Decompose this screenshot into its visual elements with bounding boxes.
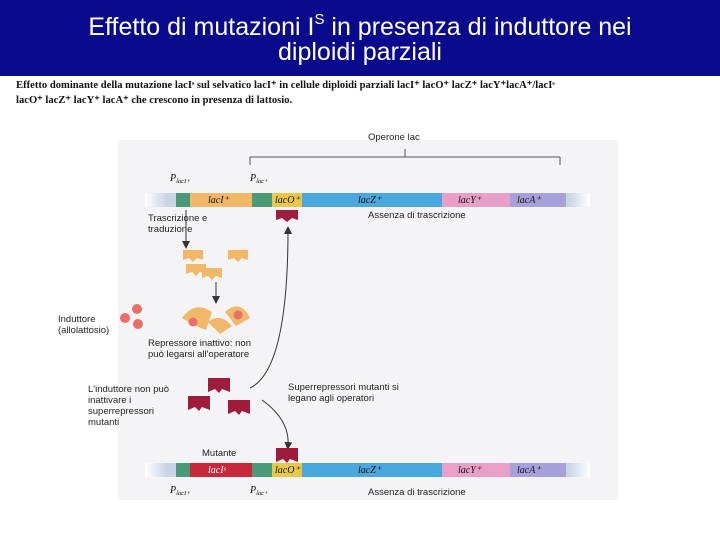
- bottom-p-laci-region: [176, 463, 190, 477]
- bottom-bound-superrepressor: [276, 448, 298, 463]
- top-lacy-gene: [442, 193, 510, 207]
- inducer-label-2: (allolattosio): [58, 325, 109, 336]
- transcription-label-1: Trascrizione e: [148, 213, 207, 224]
- figure-caption-line-2: lacO⁺ lacZ⁺ lacY⁺ lacA⁺ che crescono in …: [16, 95, 293, 106]
- top-laca-label: lacA⁺: [517, 195, 541, 206]
- inactive-repressor-label-2: può legarsi all'operatore: [148, 349, 249, 360]
- figure-caption-line-1: Effetto dominante della mutazione lacIˢ …: [16, 80, 555, 91]
- top-no-transcription-label: Assenza di trascrizione: [368, 210, 466, 221]
- arrow-to-bottom-operator: [261, 399, 293, 450]
- bottom-lacz-label: lacZ⁺: [358, 465, 382, 476]
- top-p-laci-region: [176, 193, 190, 207]
- cannot-inactivate-label-3: superrepressori: [88, 406, 154, 417]
- cannot-inactivate-label-4: mutanti: [88, 417, 119, 428]
- bottom-p-lac-region: [252, 463, 272, 477]
- bottom-lacy-gene: [442, 463, 510, 477]
- inducer-label-1: Induttore: [58, 314, 96, 325]
- title-text-a: Effetto di mutazioni I: [88, 13, 315, 41]
- title-superscript: S: [314, 11, 325, 28]
- top-lacy-label: lacY⁺: [458, 195, 482, 206]
- transcription-label-2: traduzione: [148, 224, 192, 235]
- bottom-lacz-gene: [302, 463, 442, 477]
- bottom-laco-gene: [272, 463, 302, 477]
- top-laca-gene: [510, 193, 566, 207]
- bottom-lacy-label: lacY⁺: [458, 465, 482, 476]
- bottom-no-transcription-label: Assenza di trascrizione: [368, 487, 466, 498]
- inactive-repressor-label-1: Repressore inattivo: non: [148, 338, 251, 349]
- superrepressor-label-2: legano agli operatori: [288, 393, 374, 404]
- bottom-laca-label: lacA⁺: [517, 465, 541, 476]
- slide-title-line-2: diploidi parziali: [278, 38, 442, 66]
- top-laci-gene: [190, 193, 252, 207]
- cannot-inactivate-label-1: L'induttore non può: [88, 384, 169, 395]
- superrepressor-label-1: Superrepressori mutanti si: [288, 382, 399, 393]
- mutant-label: Mutante: [202, 448, 236, 459]
- cannot-inactivate-label-2: inattivare i: [88, 395, 131, 406]
- top-laci-label: lacI⁺: [208, 195, 230, 206]
- top-laco-gene: [272, 193, 302, 207]
- slide-title-line-1: Effetto di mutazioni IS in presenza di i…: [0, 6, 720, 41]
- top-lacz-gene: [302, 193, 442, 207]
- title-text-b: in presenza di induttore nei: [324, 13, 632, 41]
- wildtype-repressor-subunits: [183, 250, 248, 280]
- operon-label: Operone lac: [368, 132, 420, 143]
- top-bound-superrepressor: [276, 210, 298, 222]
- top-dna-strand: lacI⁺ lacO⁺ lacZ⁺ lacY⁺ lacA⁺ PlacI+ Pla…: [145, 173, 590, 221]
- top-p-laci-label: PlacI+: [169, 173, 191, 185]
- top-lacz-label: lacZ⁺: [358, 195, 382, 206]
- superrepressor-molecules: [188, 378, 250, 415]
- bottom-laci-mutant-gene: [190, 463, 252, 477]
- bottom-laco-label: lacO⁺: [275, 465, 300, 476]
- bottom-p-lac-label: Plac+: [249, 485, 268, 497]
- arrow-to-top-operator: [249, 226, 292, 389]
- top-p-lac-label: Plac+: [249, 173, 268, 185]
- inactive-repressor: [182, 306, 250, 334]
- top-laco-label: lacO⁺: [275, 195, 300, 206]
- bottom-p-laci-label: PlacI+: [169, 485, 191, 497]
- bottom-laci-label: lacIˢ: [208, 465, 227, 476]
- title-bar: Effetto di mutazioni IS in presenza di i…: [0, 0, 720, 76]
- operon-bracket: Operone lac: [249, 132, 561, 165]
- top-p-lac-region: [252, 193, 272, 207]
- bottom-laca-gene: [510, 463, 566, 477]
- bottom-dna-strand: lacIˢ lacO⁺ lacZ⁺ lacY⁺ lacA⁺ PlacI+ Pla…: [145, 463, 590, 498]
- inducer-molecules: [120, 304, 143, 329]
